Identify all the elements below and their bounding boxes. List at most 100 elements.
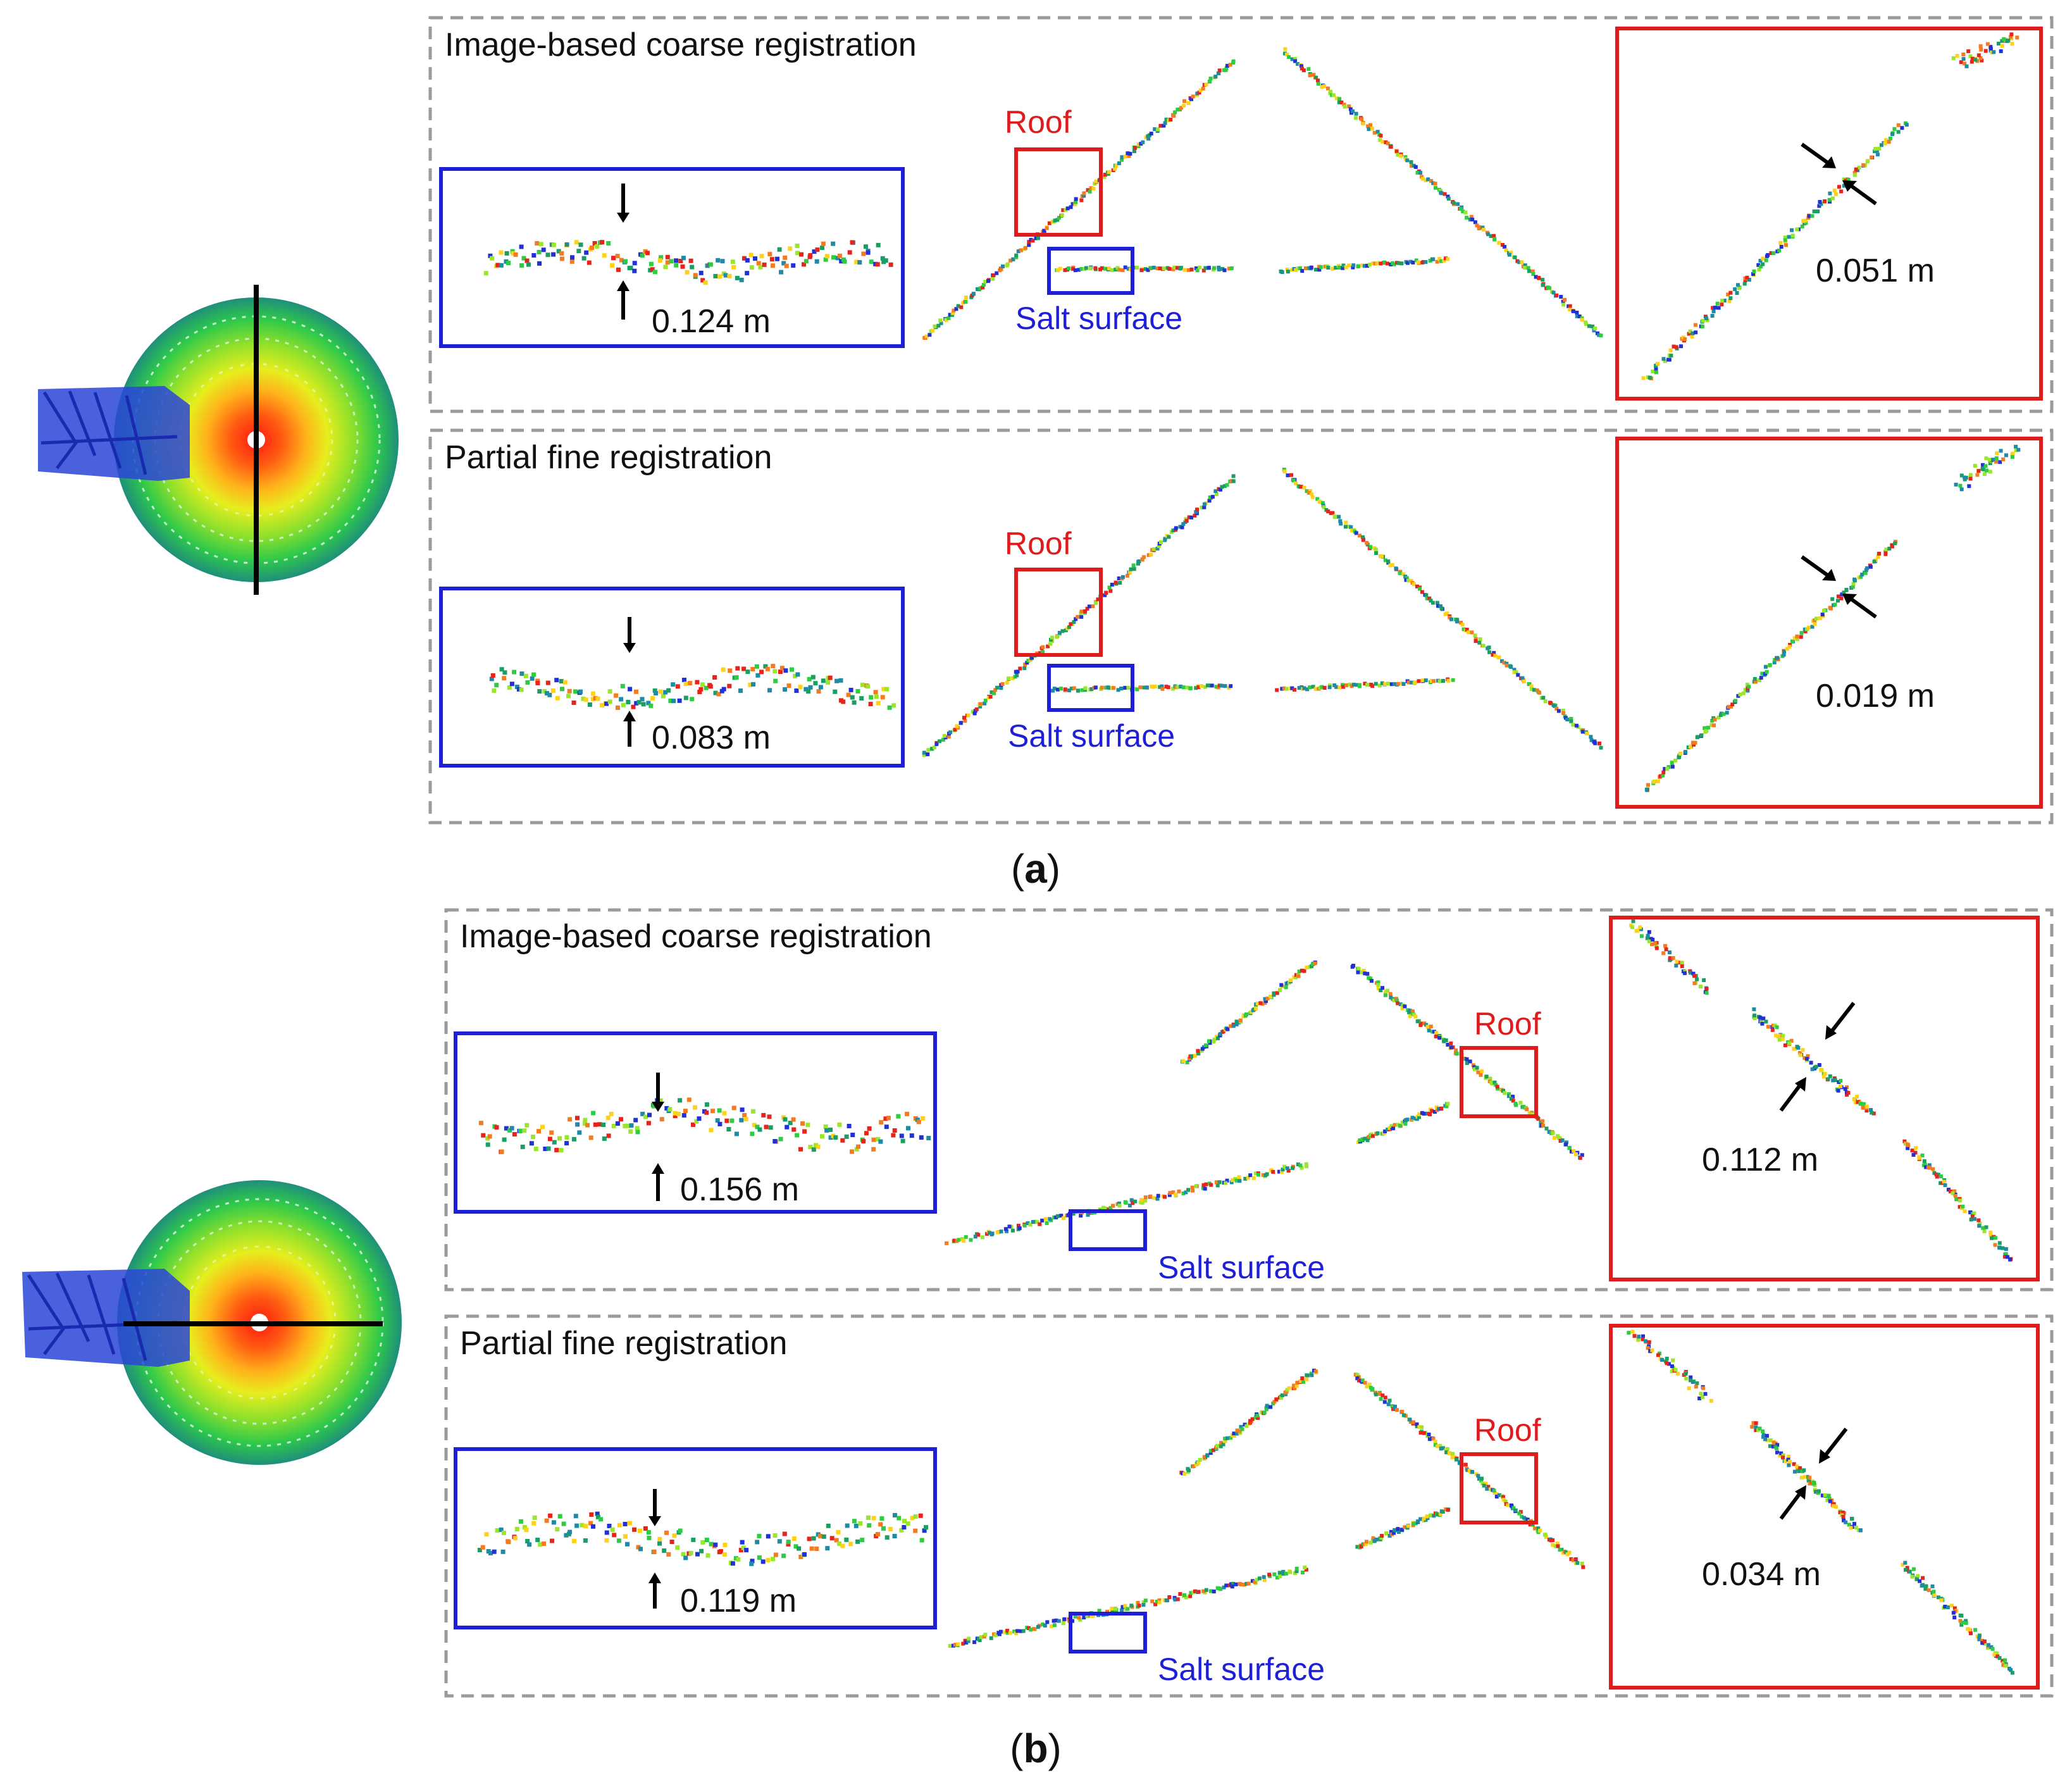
point (1683, 337, 1687, 341)
point (1189, 267, 1194, 271)
point (1754, 1421, 1758, 1426)
point (1729, 704, 1734, 709)
point (1951, 56, 1956, 60)
point (1159, 540, 1163, 544)
point (1396, 1527, 1400, 1531)
point (1680, 964, 1684, 968)
point (756, 261, 761, 266)
point (1690, 335, 1694, 339)
point (824, 254, 829, 259)
point (1219, 683, 1224, 688)
point (1556, 709, 1561, 713)
point (588, 1521, 593, 1526)
point (1450, 1455, 1455, 1460)
point (1444, 256, 1448, 261)
point (1187, 515, 1191, 520)
point (1455, 620, 1460, 624)
point (1872, 559, 1877, 564)
point (657, 258, 662, 263)
point (1410, 1116, 1415, 1120)
point (1349, 525, 1353, 530)
point (847, 250, 852, 255)
point (1368, 1540, 1373, 1545)
point (1181, 522, 1186, 526)
point (620, 683, 625, 688)
point (1208, 77, 1213, 81)
point (537, 261, 542, 266)
point (865, 684, 870, 689)
point (1734, 699, 1738, 703)
point (1227, 266, 1231, 271)
point (1167, 535, 1171, 539)
point (966, 1639, 971, 1643)
point (1977, 1224, 1982, 1228)
point (834, 678, 840, 683)
point (1100, 685, 1104, 690)
point (1282, 1164, 1286, 1169)
point (958, 721, 963, 725)
roof-label: Roof (1005, 526, 1072, 561)
point (1151, 1196, 1156, 1200)
point (1751, 272, 1755, 276)
point (1389, 995, 1393, 1000)
point (1705, 318, 1709, 323)
point (591, 1524, 595, 1529)
point (1887, 140, 1891, 144)
point (581, 696, 586, 701)
point (1569, 1557, 1573, 1561)
point (564, 242, 569, 247)
point (1970, 56, 1975, 61)
point (1768, 1438, 1773, 1443)
point (582, 1121, 587, 1126)
roof-section-points-left (922, 59, 1236, 340)
point (1892, 127, 1897, 131)
roof-offset-value: 0.034 m (1702, 1556, 1821, 1593)
point (1639, 927, 1643, 931)
point (1365, 1138, 1370, 1142)
point (1292, 1383, 1296, 1388)
point (1200, 1049, 1204, 1053)
point (1202, 1455, 1207, 1459)
point (1727, 705, 1731, 709)
point (1176, 266, 1179, 270)
point (726, 1127, 731, 1131)
point (1810, 1067, 1815, 1071)
point (752, 1123, 757, 1128)
point (1045, 1221, 1049, 1225)
point (709, 1128, 714, 1133)
point (1551, 1131, 1555, 1135)
point (1387, 1126, 1392, 1130)
point (1556, 1136, 1561, 1140)
point (1027, 243, 1031, 247)
point (1946, 1187, 1951, 1192)
point (1943, 1183, 1947, 1187)
point (1133, 146, 1138, 150)
point (1137, 1603, 1141, 1608)
point (1167, 1595, 1172, 1599)
point (1441, 678, 1446, 683)
point (731, 265, 736, 270)
point (1415, 1019, 1420, 1023)
point (868, 702, 873, 707)
point (1432, 1514, 1436, 1518)
point (599, 1517, 604, 1522)
point (786, 1540, 791, 1545)
point (1269, 995, 1272, 999)
point (1224, 66, 1229, 70)
point (1820, 1493, 1825, 1498)
point (1665, 1361, 1669, 1366)
point (1091, 604, 1095, 609)
point (551, 242, 556, 247)
point (744, 1548, 749, 1553)
point (1441, 1446, 1445, 1450)
point (773, 1552, 778, 1557)
point (1984, 456, 1988, 461)
point (1523, 263, 1527, 268)
point (1983, 49, 1988, 53)
point (1671, 1358, 1675, 1362)
point (886, 1116, 891, 1121)
point (1920, 1583, 1924, 1588)
point (1753, 676, 1757, 681)
point (704, 685, 709, 690)
point (930, 747, 934, 751)
